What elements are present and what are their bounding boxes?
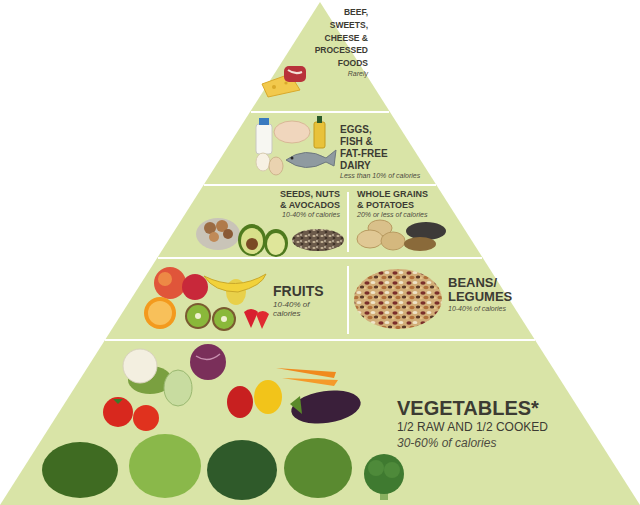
- group-name: BEEF, SWEETS, CHEESE & PROCESSED FOODS: [310, 6, 368, 70]
- calorie-note: 10-40% of calories: [273, 300, 321, 319]
- vegetables-picture: [42, 344, 404, 500]
- nuts-avocado-picture: [196, 218, 344, 257]
- beans-picture: [354, 269, 442, 329]
- calorie-note: 10-40% of calories: [272, 211, 340, 220]
- meat-cheese-picture: [262, 66, 306, 97]
- calorie-note: 30-60% of calories: [397, 436, 597, 450]
- food-group-label: WHOLE GRAINS & POTATOES20% or less of ca…: [357, 189, 457, 219]
- tier-dividers: [105, 112, 535, 340]
- group-name: FRUITS: [273, 283, 343, 300]
- group-name: VEGETABLES*: [397, 396, 597, 420]
- grains-potatoes-picture: [357, 220, 446, 251]
- group-name: EGGS, FISH & FAT-FREE DAIRY: [340, 124, 394, 172]
- calorie-note: 10-40% of calories: [448, 305, 528, 314]
- calorie-note: 20% or less of calories: [357, 211, 457, 220]
- food-group-label: SEEDS, NUTS & AVOCADOS10-40% of calories: [272, 189, 340, 219]
- eggs-fish-dairy-picture: [256, 116, 336, 175]
- group-name: BEANS/ LEGUMES: [448, 276, 512, 305]
- food-group-label: EGGS, FISH & FAT-FREE DAIRYLess than 10%…: [340, 124, 430, 181]
- group-name: WHOLE GRAINS & POTATOES: [357, 189, 431, 211]
- calorie-note: 1/2 RAW AND 1/2 COOKED: [397, 420, 597, 436]
- food-group-label: FRUITS10-40% of calories: [273, 283, 343, 319]
- food-group-label: BEANS/ LEGUMES10-40% of calories: [448, 276, 528, 313]
- food-group-label: BEEF, SWEETS, CHEESE & PROCESSED FOODSRa…: [310, 6, 368, 79]
- fruits-picture: [144, 267, 269, 331]
- group-name: SEEDS, NUTS & AVOCADOS: [274, 189, 340, 211]
- calorie-note: Rarely: [310, 70, 368, 79]
- calorie-note: Less than 10% of calories: [340, 172, 430, 181]
- food-group-label: VEGETABLES*1/2 RAW AND 1/2 COOKED30-60% …: [397, 396, 597, 450]
